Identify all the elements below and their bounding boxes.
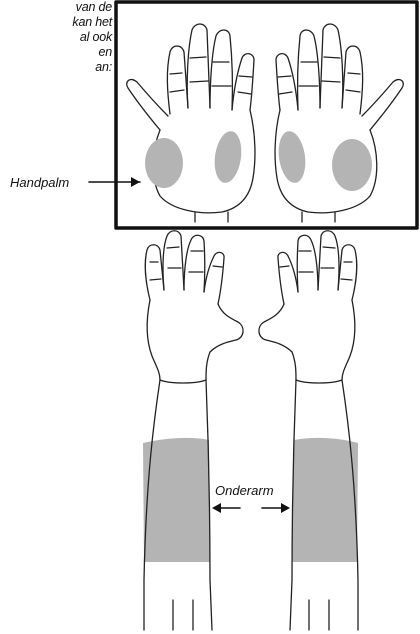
right-palm-spot-inner <box>276 129 309 184</box>
right-arm-back-hand <box>259 231 358 630</box>
right-forearm-shade <box>292 438 358 562</box>
forearm-label-arrows <box>212 503 290 513</box>
left-forearm-shade <box>143 438 210 562</box>
left-palm-hand <box>127 24 255 222</box>
left-palm-spot-inner <box>212 129 245 184</box>
left-arm-back-hand <box>144 231 243 630</box>
left-palm-spot-outer <box>145 138 183 188</box>
palm-label: Handpalm <box>10 175 69 190</box>
palm-panel-frame <box>116 2 417 228</box>
right-palm-spot-outer <box>332 139 372 191</box>
right-palm-hand <box>275 24 403 222</box>
forearm-label: Onderarm <box>215 483 274 498</box>
